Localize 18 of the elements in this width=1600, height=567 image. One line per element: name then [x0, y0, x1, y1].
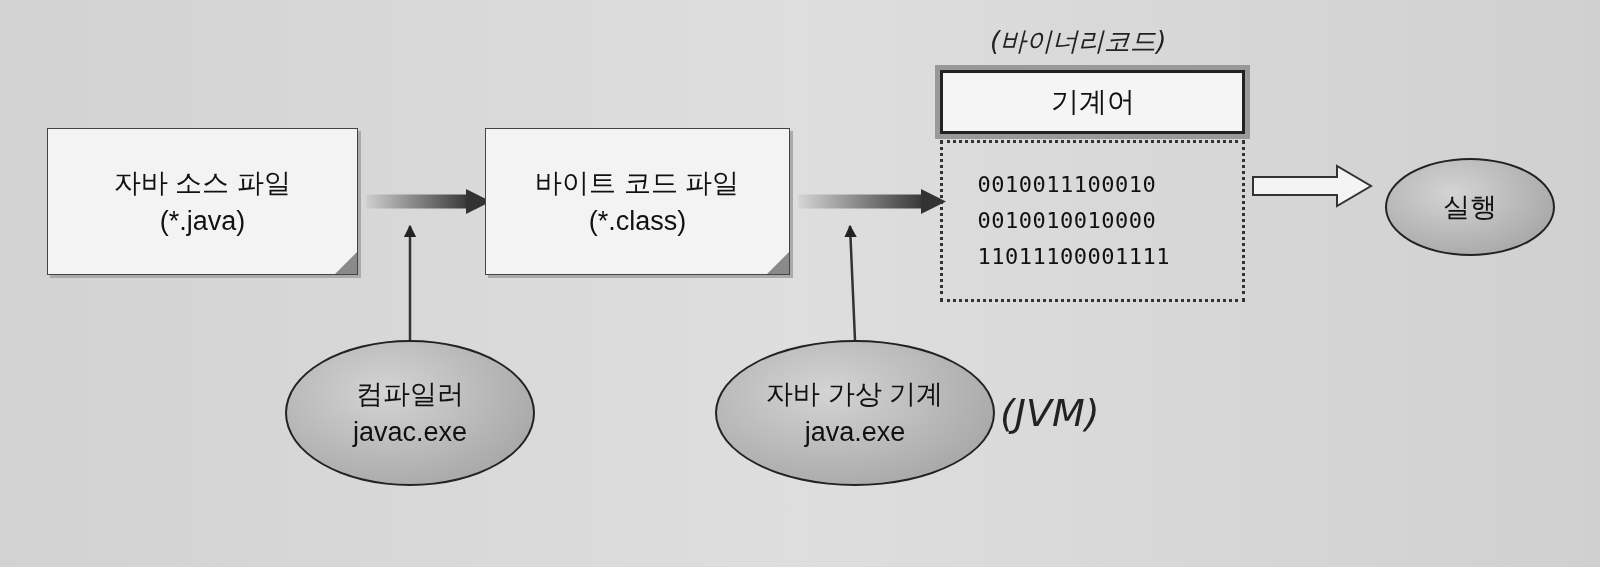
node-text: 자바 소스 파일: [114, 166, 291, 200]
node-text: 컴파일러: [356, 378, 464, 411]
node-text: javac.exe: [352, 416, 468, 449]
node-text: (*.class): [588, 204, 687, 238]
document-card: [485, 128, 790, 275]
handwritten-note: (바이너리코드): [990, 25, 1167, 58]
node-text: 바이트 코드 파일: [535, 166, 740, 200]
document-card: [47, 128, 358, 275]
node-text: java.exe: [804, 416, 906, 449]
arrow: [798, 188, 947, 215]
node-text: 실행: [1443, 191, 1497, 224]
handwritten-note: (JVM): [1000, 390, 1100, 437]
node-text: 자바 가상 기계: [766, 378, 944, 411]
node-text: (*.java): [159, 204, 246, 238]
binary-code-text: 0010011100010 0010010010000 11011100001111: [977, 171, 1171, 271]
arrow: [403, 224, 417, 340]
hollow-arrow: [1252, 164, 1373, 208]
arrow: [844, 224, 857, 341]
